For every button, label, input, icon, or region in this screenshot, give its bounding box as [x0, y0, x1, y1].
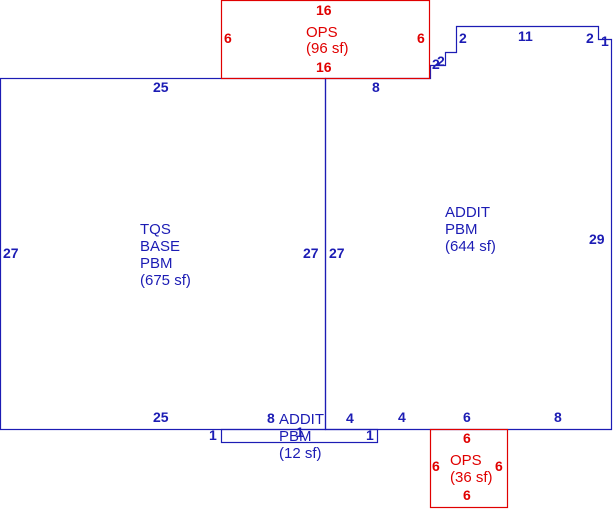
dim-base-top: 25	[153, 79, 169, 95]
ops-bottom-size: (36 sf)	[450, 469, 493, 486]
ops-top-outline	[220, 0, 431, 80]
dim-addit-notch-left: 2	[459, 30, 467, 46]
dim-addit-left: 27	[329, 245, 345, 261]
dim-addit-right: 29	[589, 231, 605, 247]
base-area-code: PBM	[140, 255, 173, 272]
dim-base-right: 27	[303, 245, 319, 261]
addit-small-code: PBM	[279, 428, 312, 445]
dim-base-left: 27	[3, 245, 19, 261]
dim-addit-bottom-c: 8	[554, 409, 562, 425]
dim-small-top-b: 4	[346, 410, 354, 426]
dim-addit-notch-right: 2	[586, 30, 594, 46]
dim-ops-top-right: 6	[417, 30, 425, 46]
addit-small-outline	[220, 428, 379, 444]
addit-small-name: ADDIT	[279, 411, 324, 428]
addit-small-label: ADDIT PBM (12 sf)	[279, 411, 324, 462]
addit-area-outline	[324, 25, 613, 431]
base-area-type: BASE	[140, 238, 180, 255]
dim-small-top-a: 8	[267, 410, 275, 426]
dim-ops-top-left: 6	[224, 30, 232, 46]
dim-addit-top-segment: 8	[372, 79, 380, 95]
dim-ops-top-bottom: 16	[316, 59, 332, 75]
ops-bottom-outline	[429, 428, 509, 509]
dim-addit-step-b: 2	[437, 53, 445, 69]
dim-addit-bottom-b: 6	[463, 409, 471, 425]
base-area-name: TQS	[140, 221, 171, 238]
ops-top-name: OPS	[306, 24, 338, 41]
dim-addit-notch-top: 11	[518, 28, 533, 44]
addit-small-size: (12 sf)	[279, 445, 322, 462]
ops-top-size: (96 sf)	[306, 40, 349, 57]
dim-ops-bottom-bottom: 6	[463, 487, 471, 503]
dim-small-top-c: 1	[296, 424, 304, 440]
base-area-label: TQS BASE PBM (675 sf)	[140, 221, 191, 289]
ops-top-label: OPS (96 sf)	[306, 24, 349, 57]
addit-area-size: (644 sf)	[445, 238, 496, 255]
dim-ops-bottom-right: 6	[495, 458, 503, 474]
dim-ops-top-top: 16	[316, 2, 332, 18]
base-area-size: (675 sf)	[140, 272, 191, 289]
addit-area-label: ADDIT PBM (644 sf)	[445, 204, 496, 255]
dim-small-left: 1	[209, 427, 217, 443]
dim-addit-bottom-a: 4	[398, 409, 406, 425]
dim-addit-step-a: 2	[432, 56, 440, 72]
dim-small-right: 1	[366, 427, 374, 443]
addit-area-name: ADDIT	[445, 204, 490, 221]
ops-bottom-name: OPS	[450, 452, 482, 469]
dim-ops-bottom-top: 6	[463, 430, 471, 446]
dim-base-bottom: 25	[153, 409, 169, 425]
ops-bottom-label: OPS (36 sf)	[450, 452, 493, 486]
dim-addit-notch-drop: 1	[601, 33, 609, 49]
dim-ops-bottom-left: 6	[432, 458, 440, 474]
addit-area-code: PBM	[445, 221, 478, 238]
